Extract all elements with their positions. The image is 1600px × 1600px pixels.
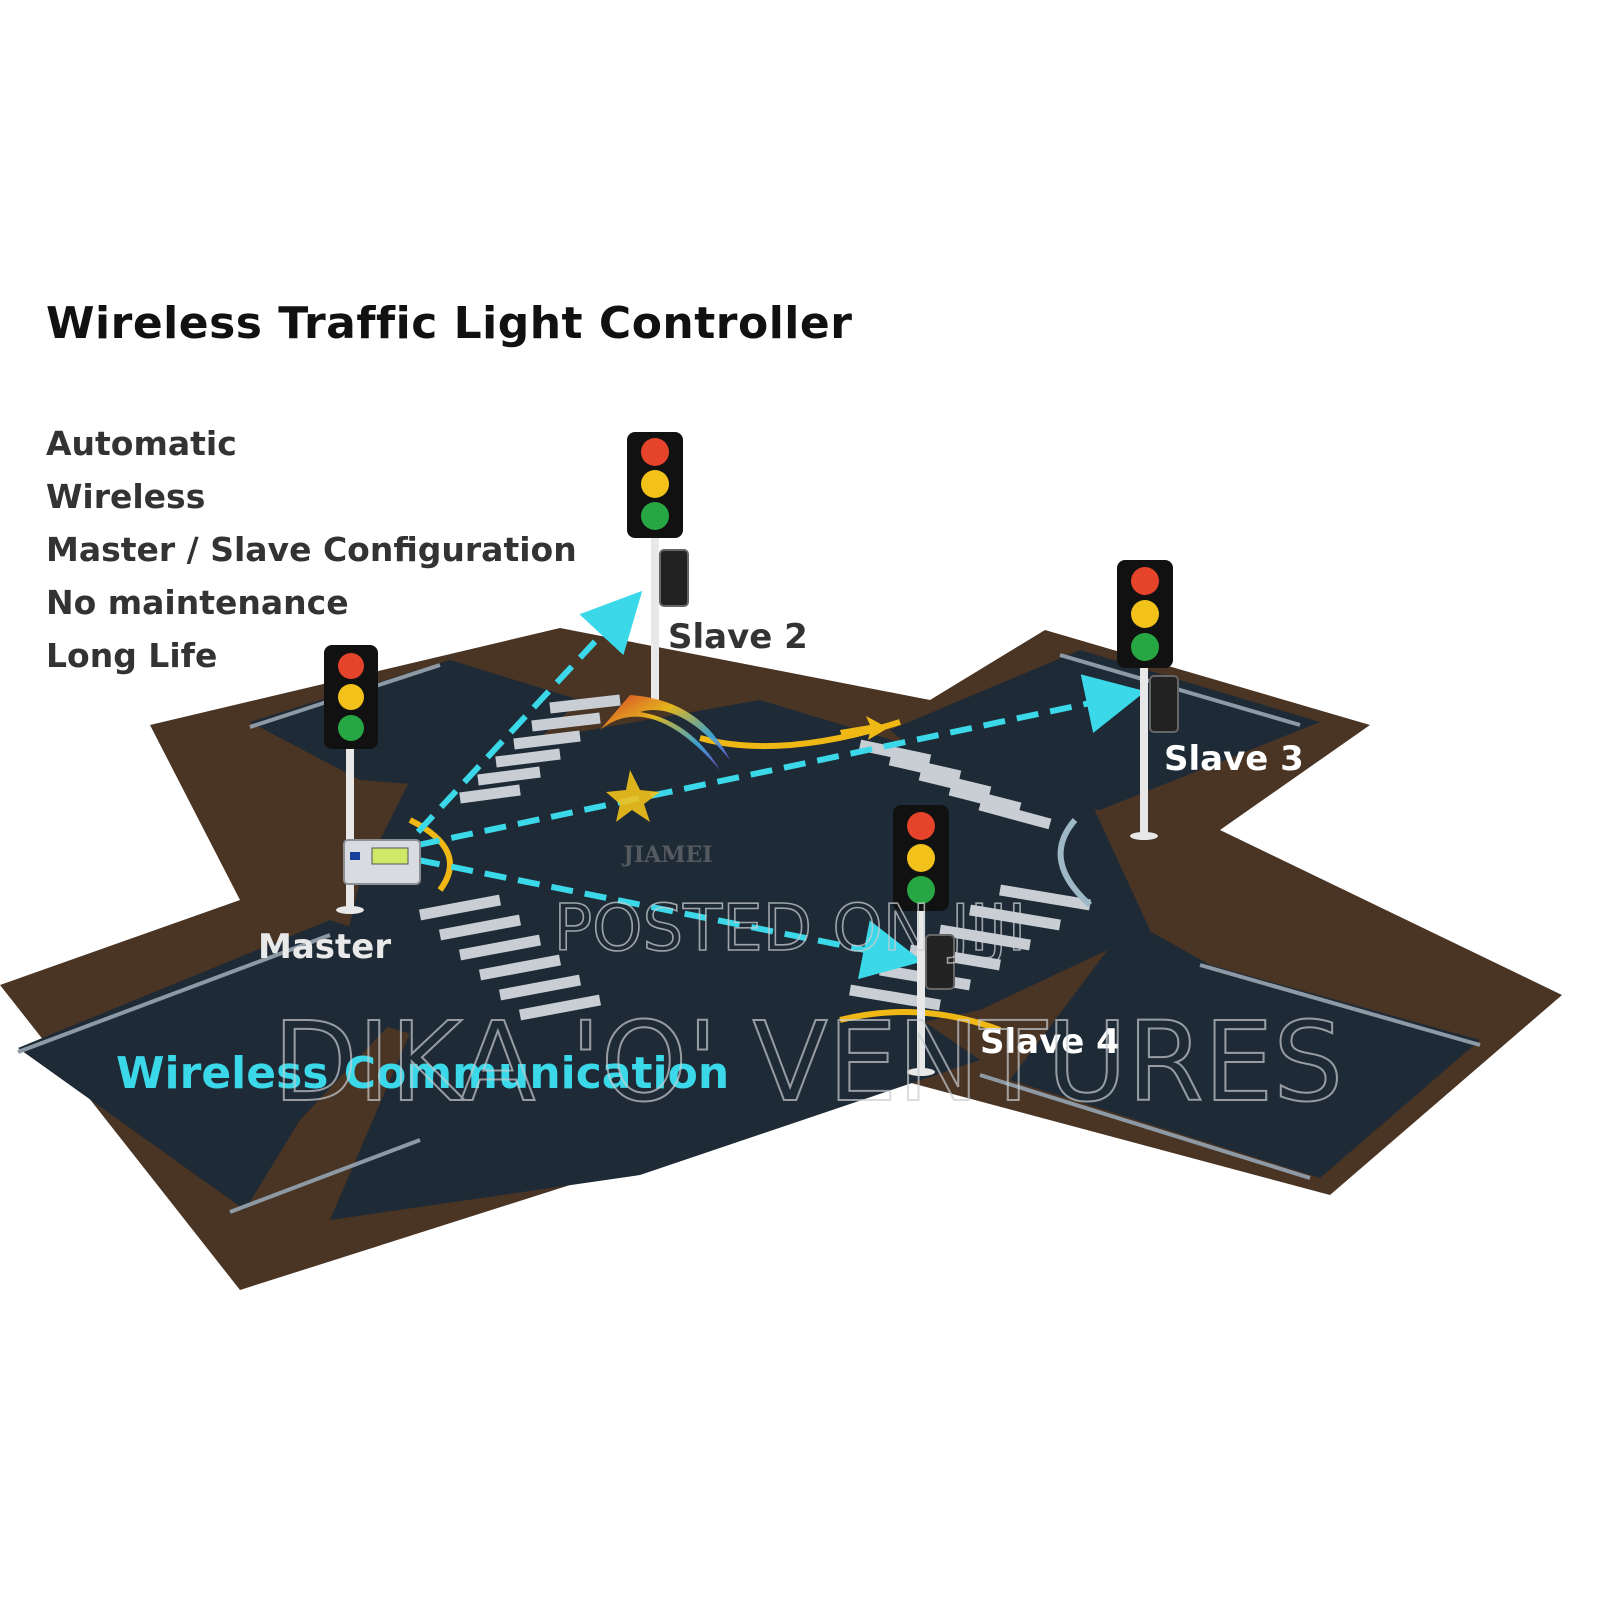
yellow-light-icon bbox=[907, 844, 935, 872]
crosswalk-north bbox=[459, 694, 621, 804]
light-pole bbox=[1140, 665, 1148, 835]
feature-item: Master / Slave Configuration bbox=[46, 530, 577, 569]
crosswalk-east bbox=[858, 739, 1052, 830]
master-label: Master bbox=[258, 927, 391, 967]
pole-base bbox=[336, 906, 364, 914]
feature-list: Automatic Wireless Master / Slave Config… bbox=[46, 424, 577, 689]
slave-4-label: Slave 4 bbox=[980, 1022, 1120, 1062]
green-light-icon bbox=[907, 876, 935, 904]
link-to-slave-4 bbox=[417, 857, 923, 980]
light-pole bbox=[917, 910, 925, 1070]
pole-base bbox=[907, 1068, 935, 1076]
red-light-icon bbox=[1131, 567, 1159, 595]
red-light-icon bbox=[338, 653, 364, 679]
crosswalk-west bbox=[418, 894, 602, 1021]
link-to-slave-2 bbox=[415, 590, 643, 835]
red-light-icon bbox=[641, 438, 669, 466]
slave-2-label: Slave 2 bbox=[668, 617, 808, 657]
yellow-light-icon bbox=[1131, 600, 1159, 628]
watermark-brand: DIKA 'O' VENTURES bbox=[273, 998, 1343, 1126]
controller-display bbox=[371, 847, 409, 865]
green-light-icon bbox=[338, 715, 364, 741]
slave-3-label: Slave 3 bbox=[1164, 739, 1304, 779]
pole-base bbox=[1130, 832, 1158, 840]
slave-2-traffic-light bbox=[627, 432, 689, 700]
slave-receiver-box bbox=[925, 934, 955, 990]
road-southeast-arm bbox=[1010, 920, 1480, 1178]
road-south-arm bbox=[330, 1005, 980, 1220]
turn-arrow-icon bbox=[840, 716, 888, 740]
wireless-communication-label: Wireless Communication bbox=[116, 1048, 729, 1099]
green-light-icon bbox=[641, 502, 669, 530]
watermark-posted: POSTED ON JIJI bbox=[554, 892, 1027, 966]
feature-item: Automatic bbox=[46, 424, 237, 463]
diagram-title: Wireless Traffic Light Controller bbox=[46, 298, 853, 349]
red-light-icon bbox=[907, 812, 935, 840]
master-traffic-light bbox=[324, 645, 421, 914]
light-pole bbox=[346, 748, 354, 908]
wireless-links bbox=[415, 590, 1146, 980]
jiamei-logo: JIAMEI bbox=[600, 695, 730, 868]
yellow-light-icon bbox=[641, 470, 669, 498]
feature-item: Long Life bbox=[46, 636, 218, 675]
feature-item: No maintenance bbox=[46, 583, 349, 622]
feature-item: Wireless bbox=[46, 477, 206, 516]
slave-4-traffic-light bbox=[893, 805, 955, 1076]
light-pole bbox=[651, 535, 659, 700]
logo-text: JIAMEI bbox=[621, 842, 712, 868]
yellow-light-icon bbox=[338, 684, 364, 710]
lane-lines bbox=[17, 653, 1481, 1214]
green-light-icon bbox=[1131, 633, 1159, 661]
slave-3-traffic-light bbox=[1117, 560, 1179, 840]
slave-receiver-box bbox=[1149, 675, 1179, 733]
controller-indicator bbox=[350, 852, 360, 860]
link-to-slave-3 bbox=[417, 674, 1146, 848]
slave-receiver-box bbox=[659, 549, 689, 607]
